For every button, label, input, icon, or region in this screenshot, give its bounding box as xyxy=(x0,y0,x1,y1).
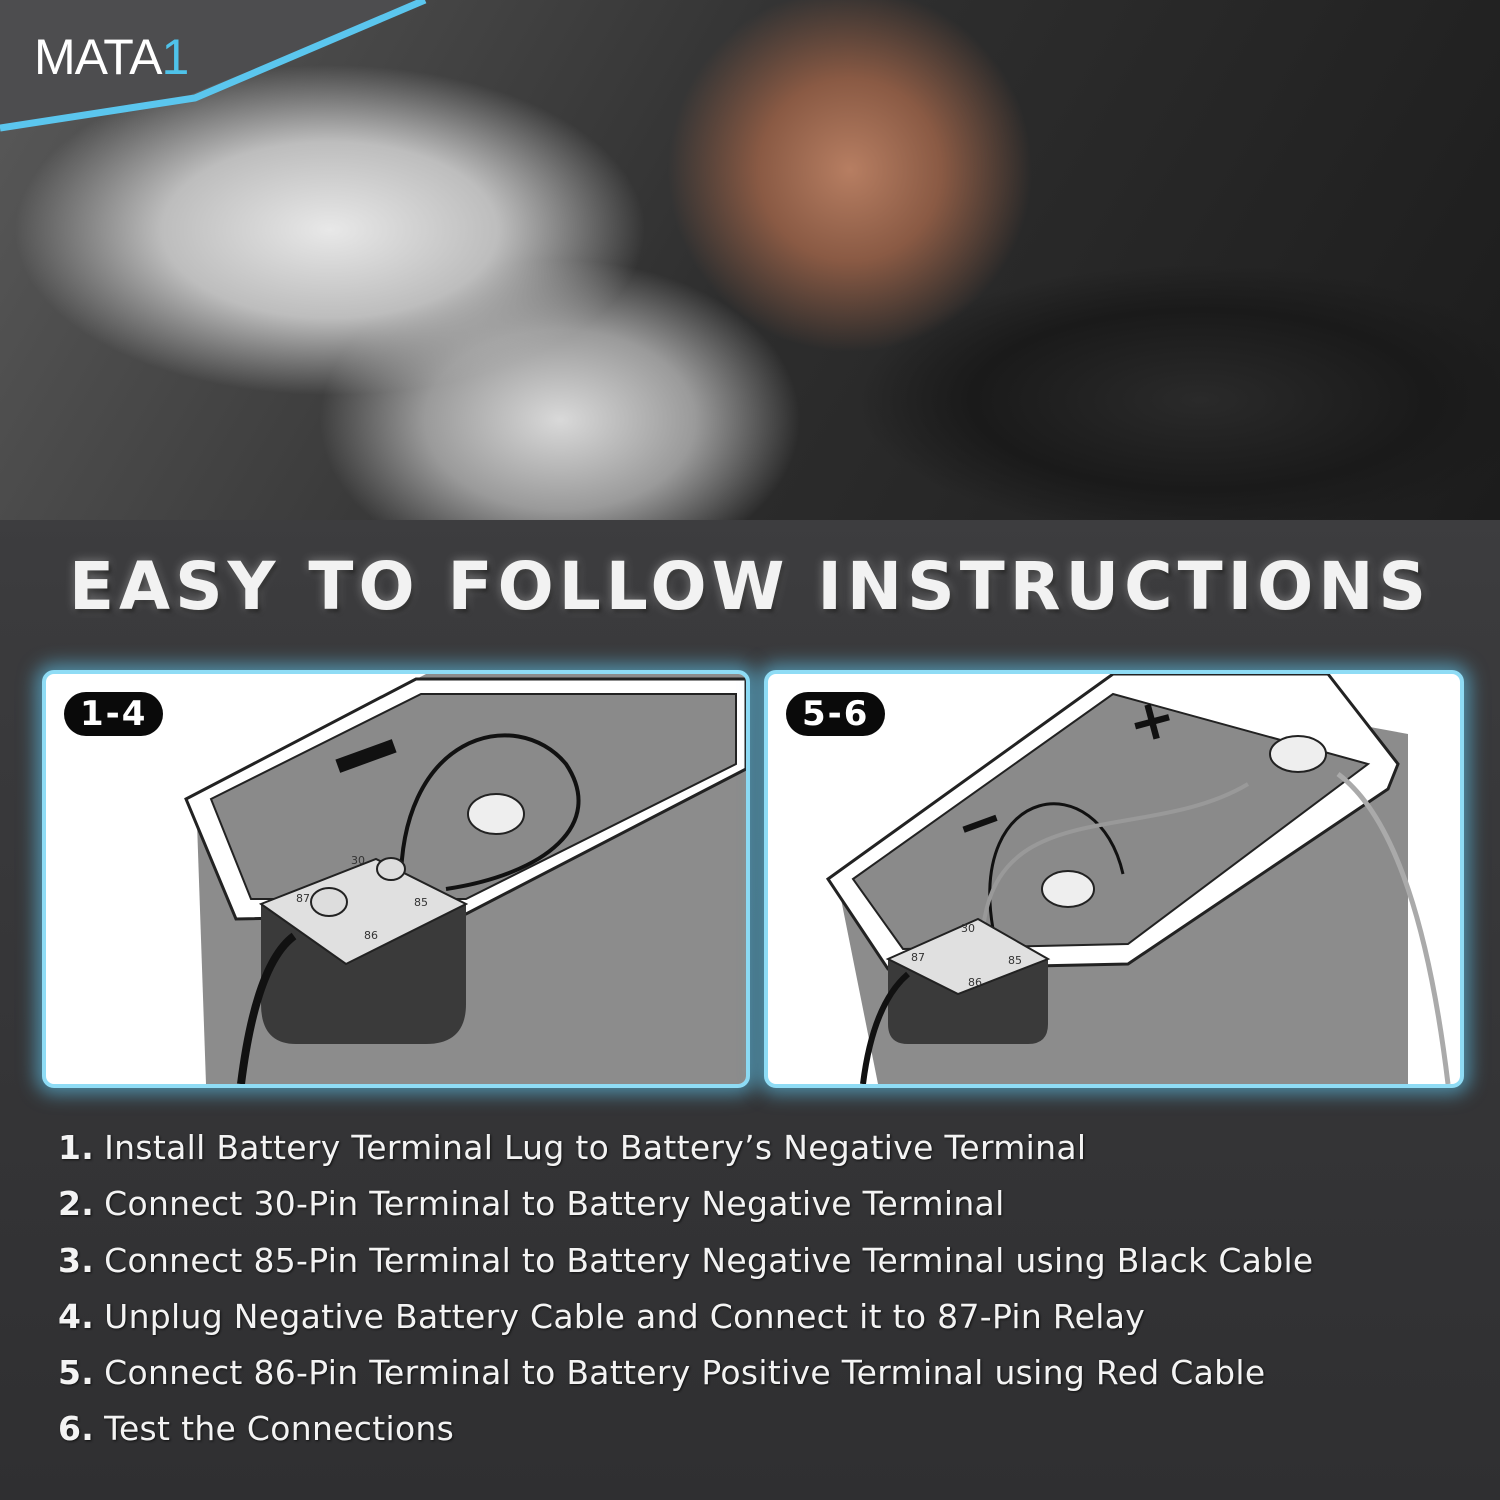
instruction-list: 1.Install Battery Terminal Lug to Batter… xyxy=(58,1124,1314,1462)
instruction-step: 6.Test the Connections xyxy=(58,1409,455,1449)
instruction-step: 3.Connect 85-Pin Terminal to Battery Neg… xyxy=(58,1240,1314,1280)
pin-label-85: 85 xyxy=(1008,954,1022,967)
diagram-panel-steps-1-4: 30 87 85 86 1-4 xyxy=(42,670,750,1088)
pin-label-86: 86 xyxy=(968,976,982,989)
step-badge: 5-6 xyxy=(786,692,886,736)
pin-label-86: 86 xyxy=(364,929,378,942)
pin-label-30: 30 xyxy=(351,854,365,867)
step-badge: 1-4 xyxy=(64,692,164,736)
instruction-step: 5.Connect 86-Pin Terminal to Battery Pos… xyxy=(58,1353,1266,1393)
battery-terminal xyxy=(467,793,525,835)
instruction-step: 1.Install Battery Terminal Lug to Batter… xyxy=(58,1128,1087,1167)
hero-photo-engine-battery: MATA1 xyxy=(0,0,1500,520)
positive-terminal xyxy=(1269,735,1327,773)
pin-label-85: 85 xyxy=(414,896,428,909)
pin-label-87: 87 xyxy=(911,951,925,964)
lightning-divider xyxy=(0,0,427,132)
black-cable xyxy=(398,733,581,895)
page-title: EASY TO FOLLOW INSTRUCTIONS xyxy=(68,548,1432,625)
battery-relay-diagram: 30 87 85 86 xyxy=(184,674,746,1084)
pin-label-30: 30 xyxy=(961,922,975,935)
red-cable xyxy=(981,782,1250,930)
battery-relay-diagram: + − 30 87 85 86 xyxy=(825,674,1451,1084)
diagram-panel-steps-5-6: + − 30 87 85 86 5-6 xyxy=(764,670,1464,1088)
negative-terminal xyxy=(1041,870,1095,908)
pin-label-87: 87 xyxy=(296,892,310,905)
brand-logo: MATA1 xyxy=(34,29,189,85)
instruction-step: 4.Unplug Negative Battery Cable and Conn… xyxy=(58,1296,1146,1336)
instruction-step: 2.Connect 30-Pin Terminal to Battery Neg… xyxy=(58,1184,1005,1224)
negative-symbol xyxy=(335,739,397,773)
